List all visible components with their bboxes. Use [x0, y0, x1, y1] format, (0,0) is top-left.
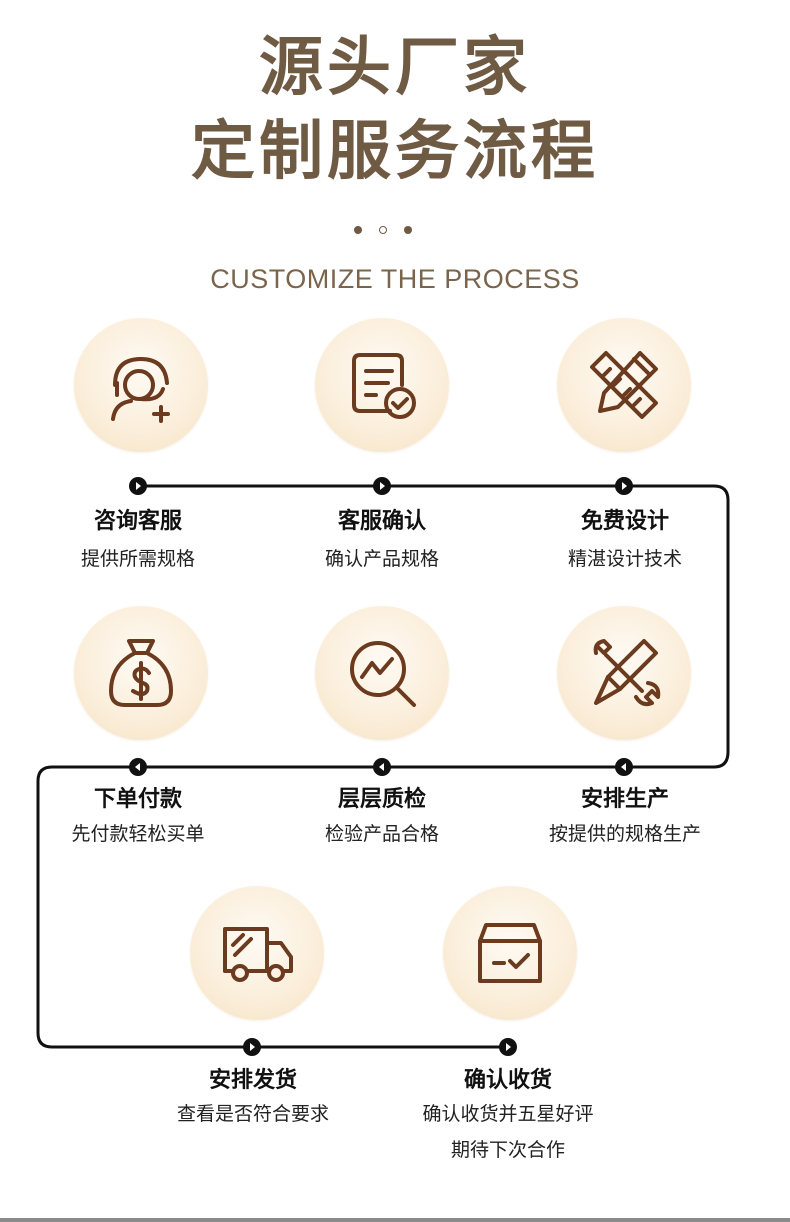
step-1-circle	[74, 318, 208, 452]
step-7-node	[243, 1038, 261, 1056]
step-2-circle	[315, 318, 449, 452]
step-8-desc-line2: 期待下次合作	[450, 1139, 565, 1161]
step-5-node	[373, 758, 391, 776]
magnifier-chart-icon	[350, 641, 416, 707]
step-2-node	[373, 477, 391, 495]
page-title-line1: 源头厂家	[259, 31, 531, 105]
pencil-ruler-icon	[590, 351, 658, 419]
step-3-title: 免费设计	[580, 509, 669, 534]
document-check-icon	[352, 353, 416, 419]
step-4-node	[615, 758, 633, 776]
step-5-title: 层层质检	[337, 787, 426, 812]
step-4-title: 安排生产	[580, 787, 669, 812]
dot-filled	[404, 226, 412, 234]
step-3-desc: 精湛设计技术	[567, 548, 682, 570]
step-6-circle	[74, 606, 208, 740]
step-5-circle	[315, 606, 449, 740]
step-1-desc: 提供所需规格	[80, 548, 195, 570]
dot-filled	[354, 226, 362, 234]
step-1-node	[129, 477, 147, 495]
step-7-circle	[190, 886, 324, 1020]
step-2-desc: 确认产品规格	[324, 548, 439, 570]
step-6-node	[129, 758, 147, 776]
money-bag-icon	[109, 639, 173, 707]
step-7-title: 安排发货	[208, 1068, 297, 1093]
page-subtitle: CUSTOMIZE THE PROCESS	[210, 264, 580, 294]
step-6-title: 下单付款	[93, 787, 182, 812]
step-8-circle	[443, 886, 577, 1020]
step-3-node	[615, 477, 633, 495]
step-7-desc: 查看是否符合要求	[176, 1103, 329, 1125]
step-8-title: 确认收货	[463, 1068, 552, 1093]
bottom-divider	[0, 1218, 790, 1222]
step-8-node	[499, 1038, 517, 1056]
step-8-desc: 确认收货并五星好评	[422, 1103, 594, 1125]
step-1-title: 咨询客服	[93, 509, 182, 534]
step-5-desc: 检验产品合格	[324, 823, 439, 845]
step-4-circle	[557, 606, 691, 740]
page-title-line2: 定制服务流程	[191, 115, 599, 189]
customer-service-icon	[111, 357, 170, 423]
package-box-icon	[478, 923, 542, 983]
delivery-truck-icon	[223, 927, 293, 982]
tools-icon	[593, 639, 661, 707]
decorative-dots	[0, 226, 790, 238]
step-6-desc: 先付款轻松买单	[71, 823, 205, 845]
step-3-circle	[557, 318, 691, 452]
step-4-desc: 按提供的规格生产	[548, 823, 701, 845]
step-2-title: 客服确认	[337, 509, 426, 534]
dot-hollow	[379, 226, 387, 234]
